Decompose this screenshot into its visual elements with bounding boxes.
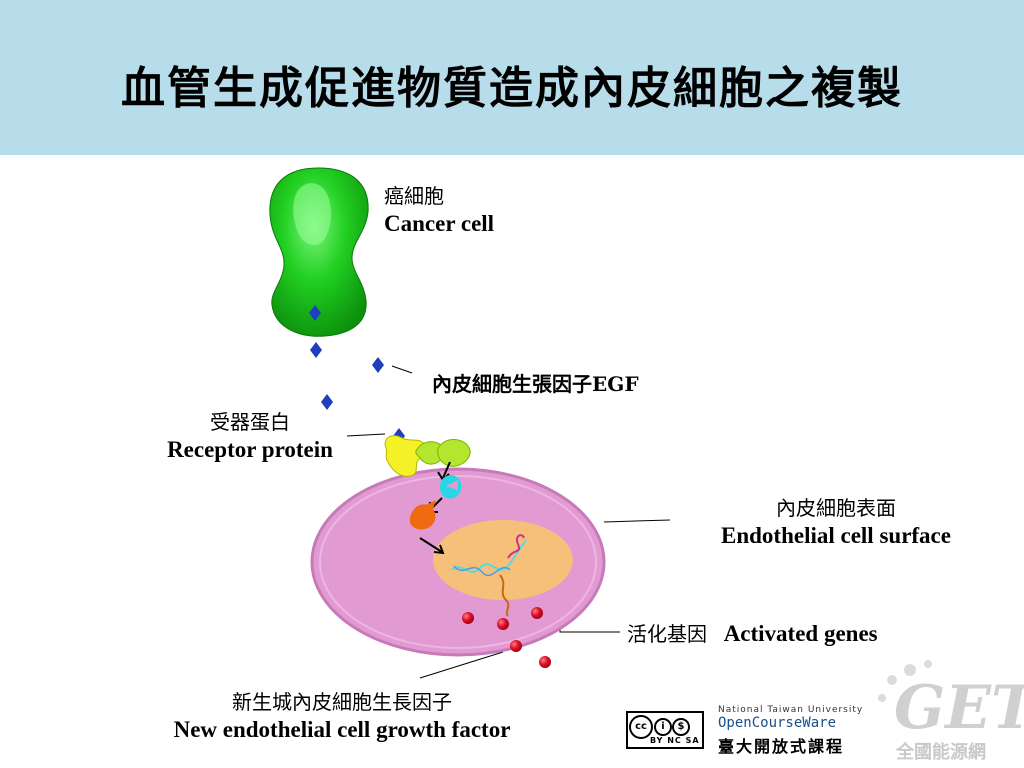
get-logo: GET — [878, 660, 1024, 743]
receptor-label: 受器蛋白 Receptor protein — [167, 410, 333, 462]
egf-marker — [372, 357, 384, 373]
by-icon: i — [654, 718, 672, 736]
egf-marker — [321, 394, 333, 410]
egf-marker — [310, 342, 322, 358]
signal-arrow — [442, 461, 451, 479]
receptor-pointer-line — [346, 433, 386, 437]
cc-license-badge: cc i $ BY NC SA — [626, 711, 704, 749]
dna-strand — [453, 565, 511, 577]
signal-protein — [409, 504, 436, 530]
receptor-protein — [415, 441, 446, 465]
receptor-protein — [437, 439, 471, 467]
surface-pointer-line — [603, 519, 671, 523]
surface-label: 內皮細胞表面 Endothelial cell surface — [721, 496, 951, 548]
dna-strand — [499, 574, 510, 617]
growth-factor — [497, 618, 509, 630]
header-bar — [0, 0, 1024, 155]
receptor-protein — [384, 435, 426, 477]
genes-label: 活化基因 Activated genes — [627, 621, 878, 646]
ntu-ocw-logo: cc i $ BY NC SA National Taiwan Universi… — [626, 705, 888, 757]
endothelial-cell-rim — [319, 475, 597, 649]
page-title: 血管生成促進物質造成內皮細胞之複製 — [121, 63, 903, 114]
growth-factor — [539, 656, 551, 668]
cancer-cell-label: 癌細胞 Cancer cell — [384, 184, 495, 236]
egf-marker — [309, 305, 321, 321]
growth-factor — [462, 612, 474, 624]
growth-factor-label: 新生城內皮細胞生長因子 New endothelial cell growth … — [173, 690, 511, 742]
svg-text:GET: GET — [894, 673, 1024, 743]
signal-arrow-head — [433, 544, 445, 555]
egf-pointer-line — [391, 365, 413, 374]
growth-factor — [531, 607, 543, 619]
cc-icon: cc — [629, 715, 653, 739]
signal-arrow — [419, 537, 443, 553]
nucleus — [433, 520, 573, 600]
egf-label: 內皮細胞生張因子EGF — [432, 372, 639, 396]
get-subtitle: 全國能源網 — [896, 742, 986, 763]
growth-factor — [510, 640, 522, 652]
cancer-cell-highlight — [293, 183, 332, 245]
growth-pointer-line — [419, 651, 504, 679]
dna-strand — [507, 534, 525, 559]
nc-icon: $ — [672, 718, 690, 736]
